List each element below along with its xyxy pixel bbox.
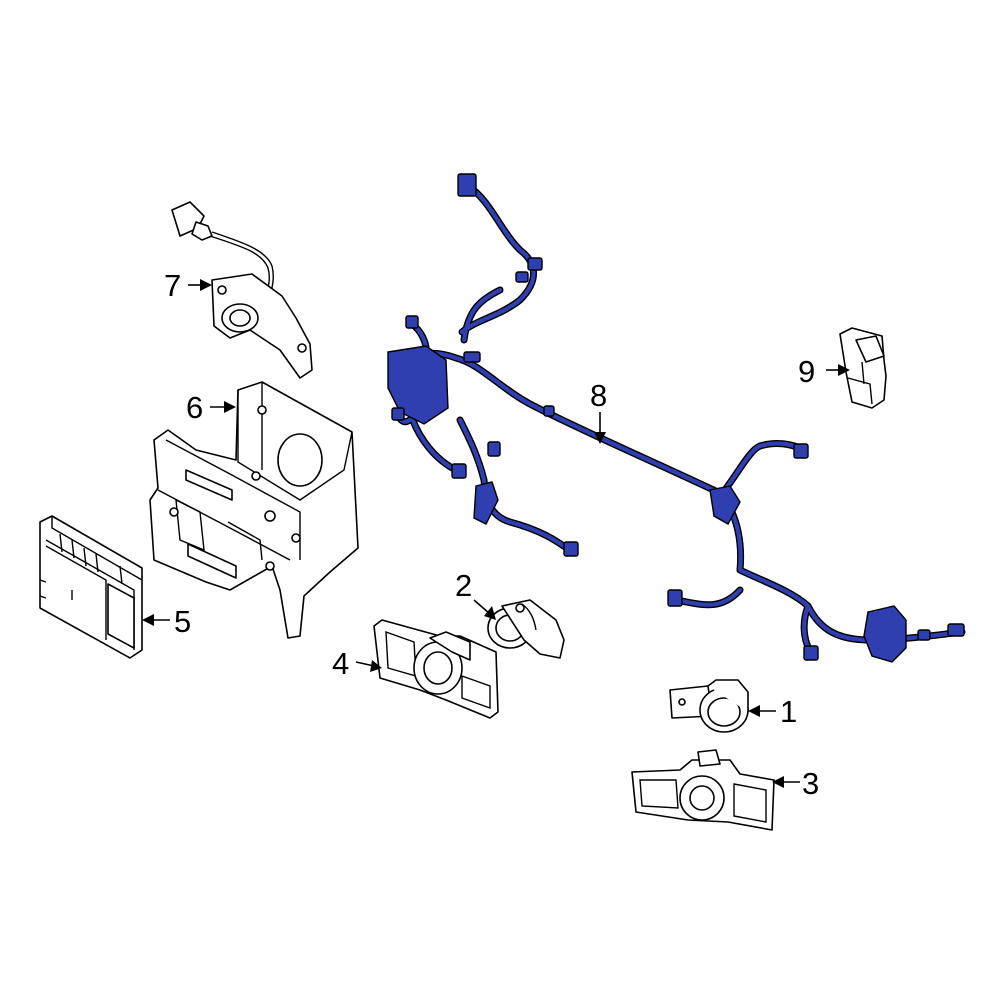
part-4-sensor-holder[interactable] (373, 619, 499, 719)
callout-7: 7 (164, 268, 181, 303)
callout-5: 5 (174, 604, 191, 639)
callout-4: 4 (332, 646, 349, 681)
callout-8: 8 (590, 378, 607, 413)
part-8-wiring-harness[interactable] (387, 173, 966, 663)
callout-labels: 1 2 3 4 5 6 7 8 9 (164, 268, 819, 801)
part-5-control-module[interactable] (39, 515, 143, 659)
part-6-bracket[interactable] (149, 381, 359, 639)
leader-arrows (142, 279, 850, 788)
part-7-sensor-bracket[interactable] (171, 201, 313, 379)
part-9-connector[interactable] (839, 327, 887, 409)
callout-2: 2 (455, 568, 472, 603)
part-3-sensor-holder[interactable] (631, 749, 775, 831)
callout-1: 1 (780, 694, 797, 729)
callout-6: 6 (186, 390, 203, 425)
part-1-sensor[interactable] (669, 679, 749, 733)
part-2-sensor[interactable] (487, 599, 565, 659)
callout-9: 9 (798, 354, 815, 389)
callout-3: 3 (802, 766, 819, 801)
